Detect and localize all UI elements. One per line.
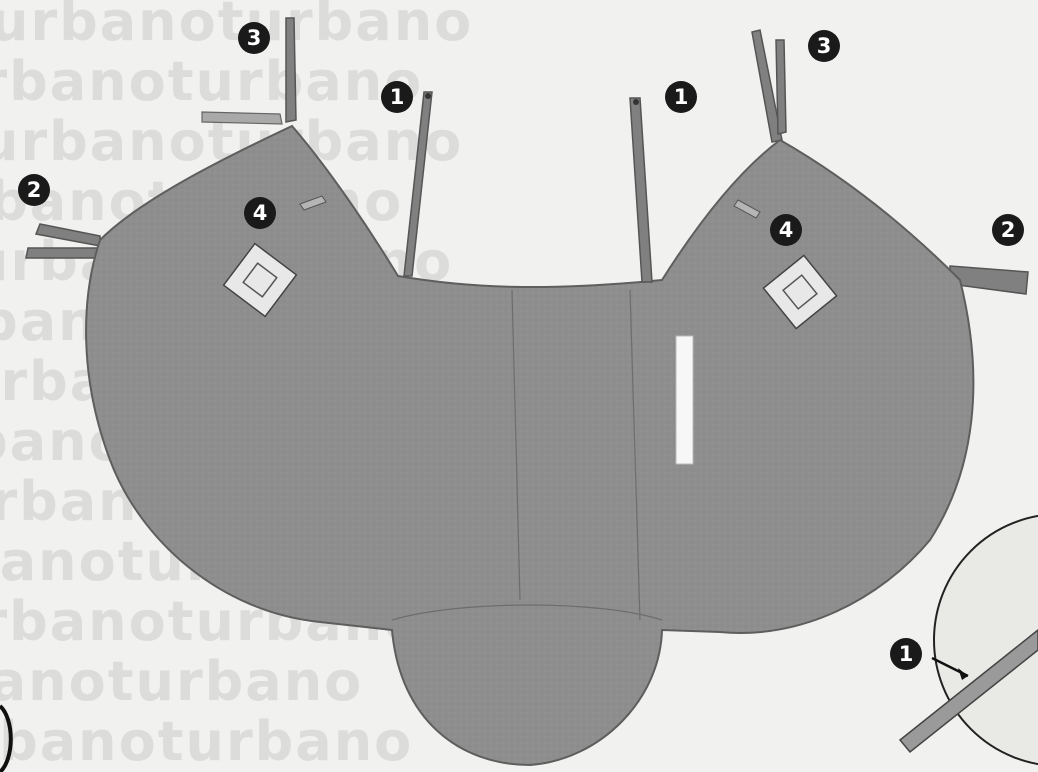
- reflective-strip: [676, 336, 693, 464]
- watermark-row: urbanoturbano: [0, 0, 473, 53]
- top-strap-left: [286, 18, 296, 122]
- callout-badge: 3: [238, 22, 270, 54]
- callout-label: 4: [253, 201, 268, 225]
- callout-badge: 2: [18, 174, 50, 206]
- side-tab-left-lower: [26, 248, 100, 258]
- strap-right: [630, 98, 652, 282]
- callout-badge: 4: [770, 214, 802, 246]
- callout-label: 3: [817, 34, 832, 58]
- callout-label: 4: [779, 218, 794, 242]
- callout-label: 1: [899, 642, 914, 666]
- callout-label: 2: [1001, 218, 1016, 242]
- callout-badge: 1: [665, 81, 697, 113]
- top-strap-left-tail: [202, 112, 282, 124]
- callout-badge: 4: [244, 197, 276, 229]
- strap-right-eyelet: [633, 99, 639, 105]
- callout-badge: 2: [992, 214, 1024, 246]
- callout-label: 2: [27, 178, 42, 202]
- callout-label: 3: [247, 26, 262, 50]
- callout-label: 1: [390, 85, 405, 109]
- callout-label: 1: [674, 85, 689, 109]
- callout-badge: 3: [808, 30, 840, 62]
- watermark-row: urbanoturbano: [0, 710, 413, 772]
- strap-left-eyelet: [425, 93, 431, 99]
- callout-badge: 1: [890, 638, 922, 670]
- watermark-row: urbanoturbano: [0, 50, 423, 113]
- callout-badge: 1: [381, 81, 413, 113]
- watermark-row: urbanoturbano: [0, 650, 363, 713]
- detail-circle: [934, 514, 1038, 766]
- top-strap-right-second: [776, 40, 786, 134]
